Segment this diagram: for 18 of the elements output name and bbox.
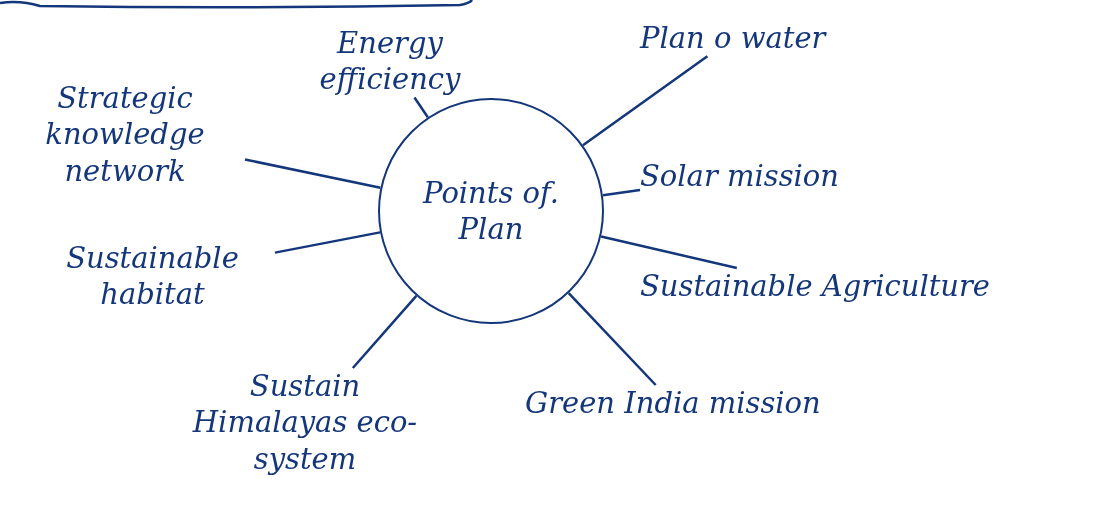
central-circle <box>378 98 604 324</box>
topic-label: Strategic knowledge network <box>5 80 245 189</box>
topic-label: Green India mission <box>525 385 821 422</box>
connector-line <box>602 188 641 197</box>
topic-label: Plan o water <box>640 20 826 57</box>
topic-label: Sustainable Agriculture <box>640 268 991 305</box>
connector-line <box>567 292 657 386</box>
topic-label: Sustain Himalayas eco-system <box>185 368 425 477</box>
connector-line <box>600 235 738 270</box>
connector-line <box>351 295 418 369</box>
connector-line <box>274 231 381 254</box>
topic-label: Sustainable habitat <box>30 240 275 313</box>
connector-line <box>582 55 709 147</box>
topic-label: Solar mission <box>640 158 839 195</box>
connector-line <box>413 96 429 118</box>
topic-label: Energy efficiency <box>300 25 480 98</box>
connector-line <box>244 158 381 190</box>
circle-text: Points of. Plan <box>421 174 560 248</box>
